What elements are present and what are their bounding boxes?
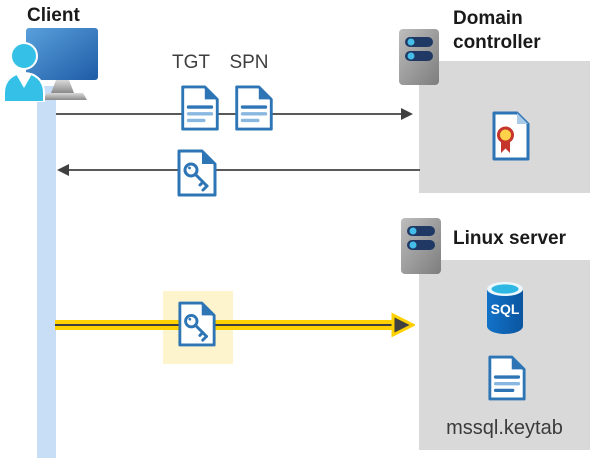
key-document-icon bbox=[177, 149, 217, 197]
sql-database-icon: SQL bbox=[487, 282, 523, 334]
domain-controller-label: Domain controller bbox=[453, 8, 541, 54]
domain-controller-server-icon bbox=[399, 29, 439, 85]
client-label: Client bbox=[27, 5, 80, 26]
tgt-document-icon bbox=[181, 85, 219, 131]
spn-label: SPN bbox=[229, 52, 269, 73]
keytab-filename-label: mssql.keytab bbox=[446, 417, 563, 439]
sql-icon-text: SQL bbox=[491, 301, 520, 317]
tgt-label: TGT bbox=[172, 52, 210, 73]
request-arrow bbox=[56, 108, 413, 120]
linux-server-icon bbox=[401, 218, 441, 274]
linux-server-label: Linux server bbox=[453, 228, 566, 249]
response-arrow bbox=[57, 164, 420, 176]
certificate-icon bbox=[492, 111, 530, 161]
person-icon bbox=[3, 42, 45, 102]
keytab-document-icon bbox=[488, 355, 526, 401]
client-lifeline bbox=[37, 86, 56, 458]
key-document-icon-highlighted bbox=[178, 301, 216, 347]
spn-document-icon bbox=[235, 85, 273, 131]
auth-arrow-highlighted bbox=[55, 312, 415, 338]
client-computer-icon bbox=[3, 28, 98, 102]
